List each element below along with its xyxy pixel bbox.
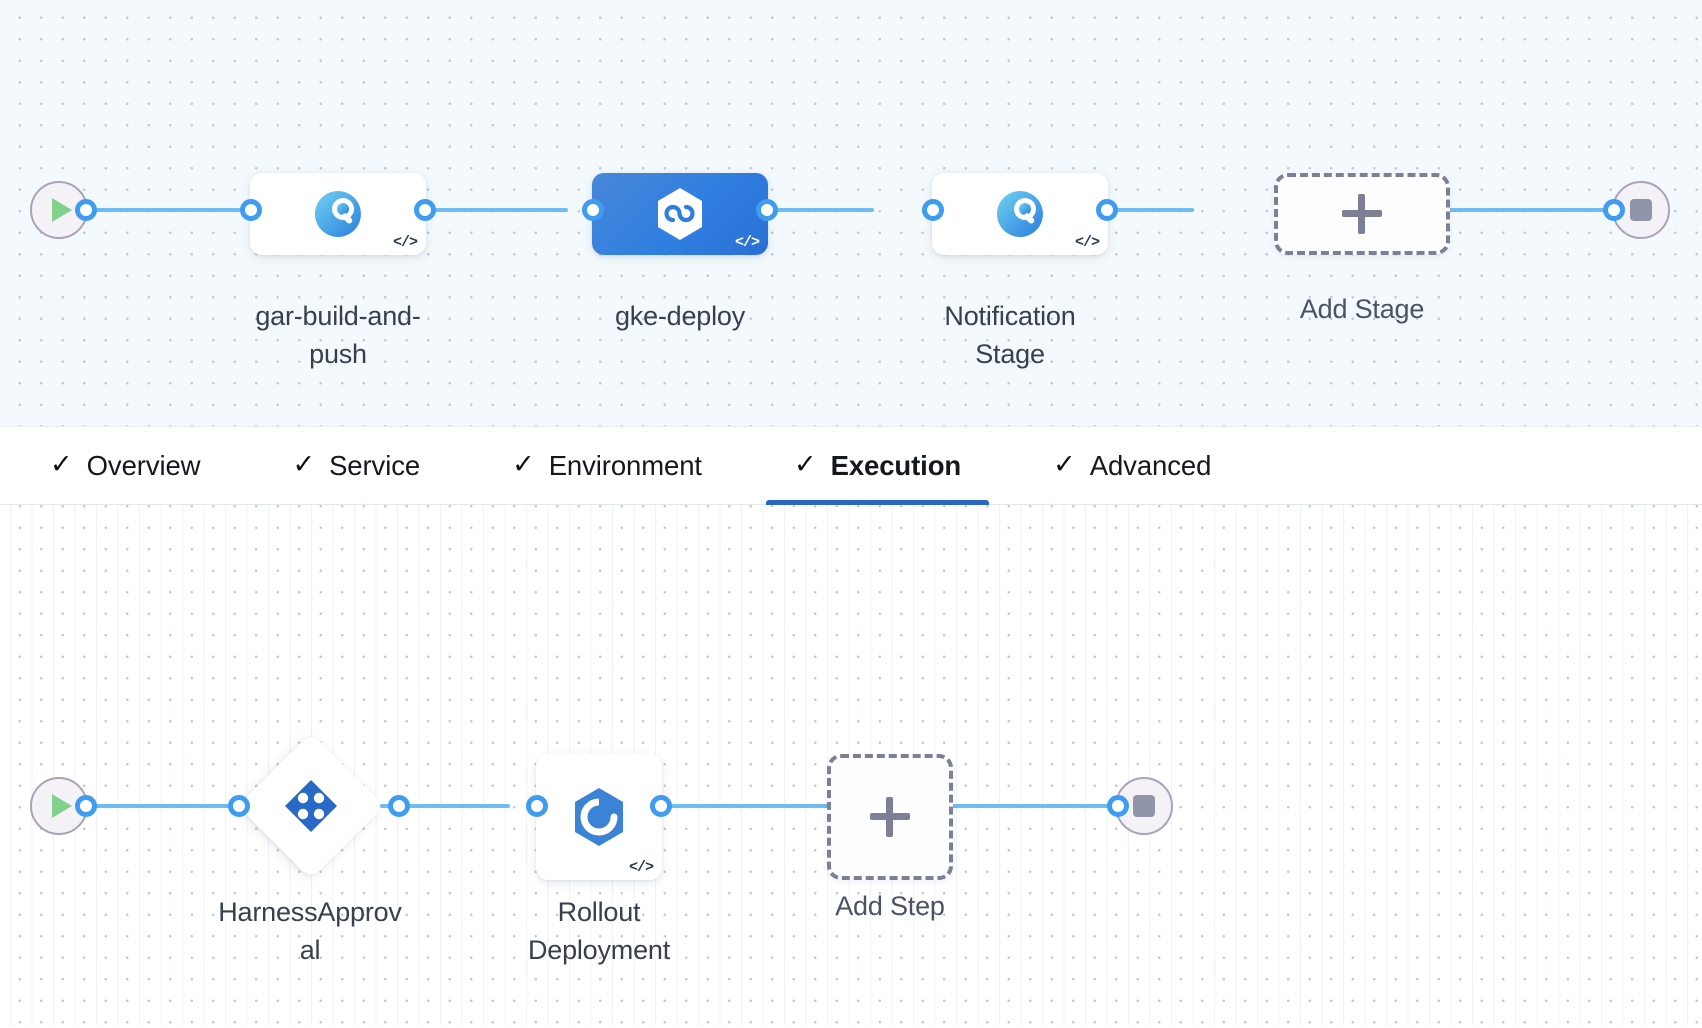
port-approval-in[interactable] xyxy=(228,795,250,817)
tab-overview[interactable]: ✓ Overview xyxy=(22,426,228,505)
tab-label: Advanced xyxy=(1089,449,1212,481)
add-step-label: Add Step xyxy=(835,891,945,921)
check-icon: ✓ xyxy=(50,449,73,479)
harness-approval-diamond-icon xyxy=(283,778,339,834)
add-step-button[interactable] xyxy=(827,754,953,880)
port-stage1-in[interactable] xyxy=(240,199,262,221)
plus-icon xyxy=(870,797,910,837)
yaml-code-badge[interactable]: </> xyxy=(628,859,654,876)
edge-rollout-to-add xyxy=(620,804,830,808)
edge-stage2-to-stage3 xyxy=(704,208,874,212)
k8s-rollout-icon xyxy=(568,786,630,848)
port-exec-end-in[interactable] xyxy=(1107,795,1129,817)
port-rollout-out[interactable] xyxy=(650,795,672,817)
execution-graph-canvas[interactable]: HarnessApprov al </> Rollout Deployment … xyxy=(0,505,1702,1026)
yaml-code-badge[interactable]: </> xyxy=(734,234,760,251)
port-start-out[interactable] xyxy=(75,199,97,221)
port-stage3-in[interactable] xyxy=(922,199,944,221)
port-exec-start-out[interactable] xyxy=(75,795,97,817)
tab-service[interactable]: ✓ Service xyxy=(264,426,448,505)
add-stage-button[interactable] xyxy=(1274,173,1450,255)
edge-add-to-end xyxy=(952,804,1122,808)
port-stage2-in[interactable] xyxy=(582,199,604,221)
check-icon: ✓ xyxy=(1053,449,1076,479)
step-label-harness-approval: HarnessApprov al xyxy=(218,897,402,966)
add-stage-label: Add Stage xyxy=(1299,294,1425,324)
step-node-harness-approval[interactable] xyxy=(237,732,385,880)
stage-label-gke-deploy: gke-deploy xyxy=(614,301,746,331)
port-approval-out[interactable] xyxy=(388,795,410,817)
tab-label: Service xyxy=(329,449,421,481)
tab-label: Environment xyxy=(548,449,702,481)
yaml-code-badge[interactable]: </> xyxy=(392,234,418,251)
port-rollout-in[interactable] xyxy=(526,795,548,817)
port-stage1-out[interactable] xyxy=(414,199,436,221)
check-icon: ✓ xyxy=(793,449,817,479)
step-label-rollout-deployment: Rollout Deployment xyxy=(527,897,671,966)
stage-label-notification-stage: Notification Stage xyxy=(944,301,1076,370)
stop-icon xyxy=(1630,199,1652,221)
port-stage3-out[interactable] xyxy=(1096,199,1118,221)
tab-advanced[interactable]: ✓ Advanced xyxy=(1025,426,1239,505)
stage-node-notification-stage[interactable]: </> xyxy=(932,173,1108,255)
harness-deploy-hexagon-icon xyxy=(655,187,705,241)
custom-stage-icon xyxy=(312,188,364,240)
edge-stage1-to-stage2 xyxy=(398,208,568,212)
tab-label: Execution xyxy=(830,449,962,481)
play-icon xyxy=(52,198,72,222)
plus-icon xyxy=(1342,194,1382,234)
stage-node-gar-build-and-push[interactable]: </> xyxy=(250,173,426,255)
yaml-code-badge[interactable]: </> xyxy=(1074,234,1100,251)
stage-graph-canvas[interactable]: </> gar-build-and- push </> gke-deploy xyxy=(0,0,1702,426)
edge-start-to-stage1 xyxy=(86,208,246,212)
edge-add-to-end xyxy=(1350,208,1616,212)
stage-label-gar-build-and-push: gar-build-and- push xyxy=(255,301,421,370)
edge-start-to-approval xyxy=(86,804,236,808)
tab-label: Overview xyxy=(86,449,201,481)
check-icon: ✓ xyxy=(292,449,316,479)
tab-execution[interactable]: ✓ Execution xyxy=(765,426,990,505)
check-icon: ✓ xyxy=(512,449,535,479)
stage-node-gke-deploy[interactable]: </> xyxy=(592,173,768,255)
port-end-in[interactable] xyxy=(1603,199,1625,221)
stop-icon xyxy=(1133,795,1155,817)
port-stage2-out[interactable] xyxy=(756,199,778,221)
stage-config-tab-bar[interactable]: ✓ Overview ✓ Service ✓ Environment ✓ Exe… xyxy=(0,426,1702,505)
play-icon xyxy=(52,794,72,818)
tab-environment[interactable]: ✓ Environment xyxy=(484,426,730,505)
custom-stage-icon xyxy=(994,188,1046,240)
edge-approval-to-rollout xyxy=(380,804,510,808)
step-node-rollout-deployment[interactable]: </> xyxy=(536,754,662,880)
